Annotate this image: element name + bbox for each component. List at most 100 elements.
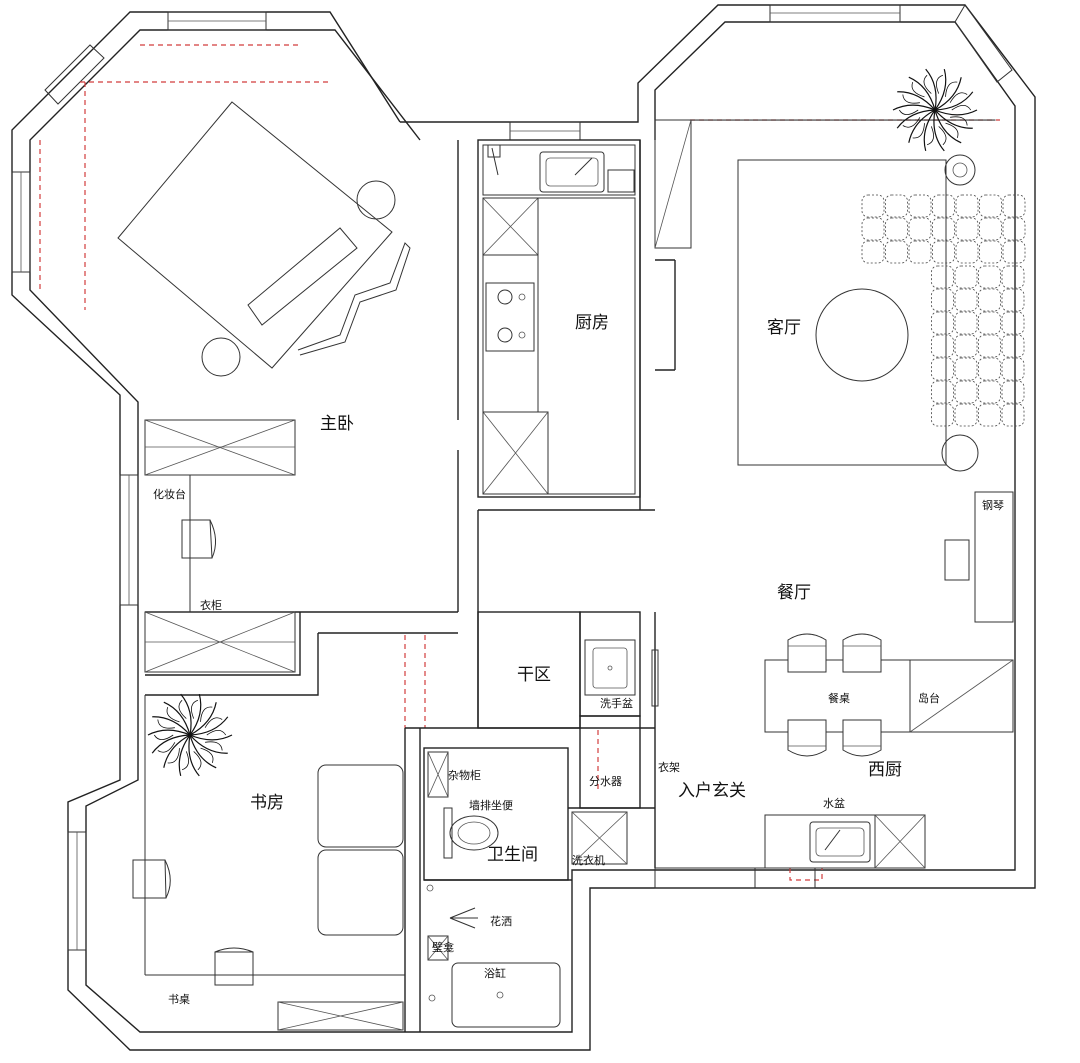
- plant-leaf: [189, 734, 217, 769]
- storage-cabinet: [427, 751, 449, 798]
- coat-rack-bar: [651, 649, 659, 707]
- wardrobe-bottom: [144, 611, 296, 673]
- label-vanity: 化妆台: [153, 488, 186, 501]
- sofa: [861, 194, 1026, 427]
- sofa-cushion: [979, 217, 1002, 241]
- side-table: [941, 434, 979, 472]
- plant-leaf: [188, 734, 200, 777]
- island: [909, 659, 1014, 733]
- plant-leaf: [193, 751, 202, 771]
- study-chair-left: [132, 859, 171, 899]
- plant-leaf: [938, 126, 947, 146]
- sofa-cushion: [931, 357, 954, 381]
- study-chair-bottom: [214, 947, 254, 986]
- sofa-cushion: [931, 265, 954, 289]
- sofa-cushion: [1002, 217, 1026, 241]
- label-study: 书房: [250, 793, 284, 813]
- plant-leaf: [189, 693, 202, 736]
- plant-leaf: [151, 734, 191, 754]
- plant-leaf: [153, 734, 174, 741]
- plant-leaf: [178, 699, 187, 719]
- sofa-cushion: [978, 403, 1001, 427]
- plant-study: [147, 693, 233, 777]
- sofa-cushion: [1002, 240, 1026, 264]
- label-piano: 钢琴: [982, 499, 1004, 512]
- dining-chair: [842, 719, 882, 757]
- plant-leaf: [911, 81, 925, 98]
- plant-leaf: [200, 747, 214, 764]
- sofa-cushion: [954, 334, 978, 358]
- label-kitchen: 厨房: [575, 313, 609, 333]
- sofa-cushion: [978, 265, 1001, 289]
- label-entrance: 入户玄关: [678, 781, 746, 801]
- plant-leaf: [949, 92, 968, 103]
- sofa-cushion: [932, 194, 955, 218]
- dining-chairs: [787, 633, 882, 757]
- sofa-cushion: [861, 217, 885, 241]
- piano: [974, 491, 1014, 623]
- sofa-cushion: [1002, 194, 1026, 218]
- plant-leaf: [167, 748, 180, 764]
- plant-leaf: [898, 109, 919, 116]
- plant-leaf: [925, 68, 937, 111]
- sofa-cushion: [954, 288, 978, 312]
- plant-leaf: [897, 91, 936, 111]
- label-dining-room: 餐厅: [777, 583, 811, 603]
- plant-leaf: [902, 94, 920, 104]
- plant-leaf: [945, 81, 958, 97]
- plant-leaf: [163, 734, 191, 768]
- kitchen-sink: [539, 151, 605, 193]
- sofa-cushion: [908, 217, 932, 241]
- plant-leaf: [923, 74, 932, 94]
- sofa-cushion: [955, 240, 979, 264]
- plant-leaf: [189, 702, 217, 736]
- living-rug: [737, 159, 947, 466]
- sofa-cushion: [885, 194, 908, 218]
- label-island: 岛台: [918, 692, 940, 705]
- plant-leaf: [923, 109, 936, 152]
- plant-leaf: [191, 699, 199, 719]
- sofa-cushion: [1001, 265, 1025, 289]
- plant-leaf: [933, 109, 945, 152]
- outer-walls: [11, 4, 1036, 1051]
- plant-leaf: [152, 716, 191, 736]
- plant-leaf: [157, 742, 176, 753]
- sofa-cushion: [861, 194, 885, 218]
- sofa-bed-bottom: [317, 849, 404, 936]
- sofa-cushion: [954, 403, 978, 427]
- plant-leaf: [147, 729, 191, 736]
- label-water-separator: 分水器: [589, 775, 622, 788]
- plant-leaf: [912, 123, 925, 139]
- sofa-cushion: [978, 380, 1001, 404]
- interior-walls: [145, 139, 816, 1032]
- plant-leaf: [200, 706, 213, 722]
- dining-chair: [787, 719, 827, 757]
- sofa-cushion: [954, 265, 978, 289]
- lounge-chair: [297, 242, 411, 356]
- plant-leaf: [181, 751, 189, 771]
- sofa-cushion: [931, 334, 954, 358]
- plant-leaf: [936, 74, 944, 94]
- sofa-cushion: [932, 217, 955, 241]
- plant-leaf: [189, 734, 233, 741]
- label-niche: 壁龛: [432, 941, 454, 954]
- study-cabinet: [277, 1001, 404, 1031]
- sofa-cushion: [861, 240, 885, 264]
- label-desk: 书桌: [168, 993, 190, 1006]
- sofa-cushion: [1001, 357, 1025, 381]
- niche: [427, 935, 449, 961]
- plant-leaf: [950, 116, 968, 126]
- plant-leaf: [896, 109, 936, 129]
- label-dry-area: 干区: [517, 665, 551, 685]
- wardrobe-top: [144, 419, 296, 476]
- sofa-bed-top: [317, 764, 404, 848]
- label-bathroom: 卫生间: [487, 845, 538, 865]
- sofa-cushion: [908, 194, 932, 218]
- label-bathtub: 浴缸: [484, 967, 506, 980]
- sofa-cushion: [978, 311, 1001, 335]
- gas-stove: [485, 282, 535, 352]
- wash-basin: [584, 639, 636, 696]
- sofa-cushion: [1001, 288, 1025, 312]
- sofa-cushion: [1001, 311, 1025, 335]
- sofa-cushion: [885, 240, 908, 264]
